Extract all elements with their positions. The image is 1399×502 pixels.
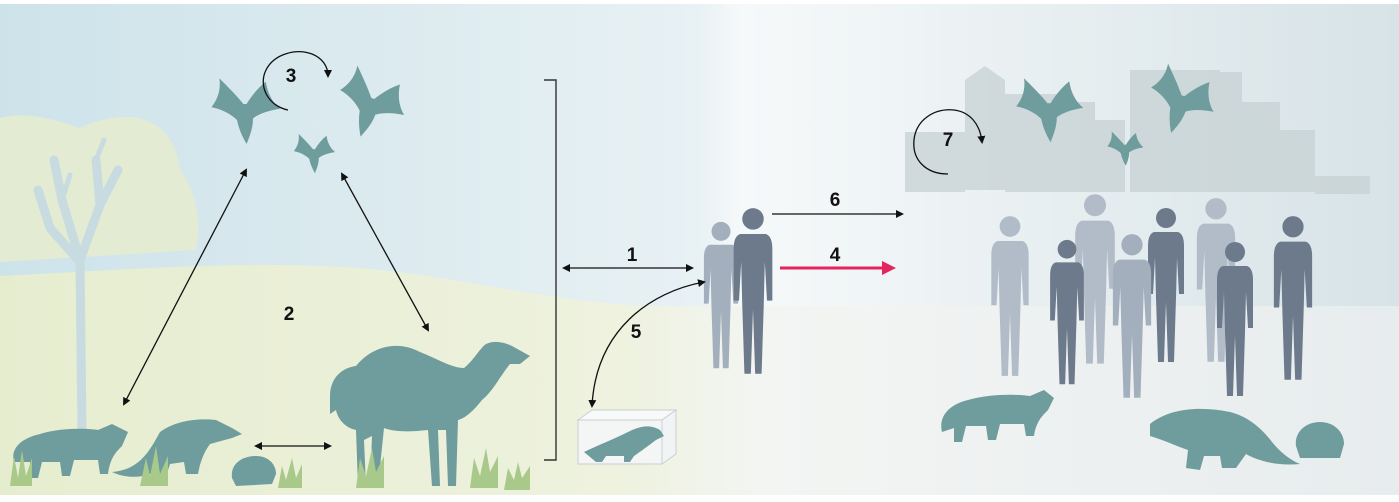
step-label-2: 2 xyxy=(284,304,295,325)
step-label-7: 7 xyxy=(943,130,954,151)
step-label-4: 4 xyxy=(830,245,841,266)
step-label-6: 6 xyxy=(830,190,841,211)
step-label-3: 3 xyxy=(286,66,297,87)
step-label-1: 1 xyxy=(627,245,638,266)
step-label-5: 5 xyxy=(631,322,642,343)
